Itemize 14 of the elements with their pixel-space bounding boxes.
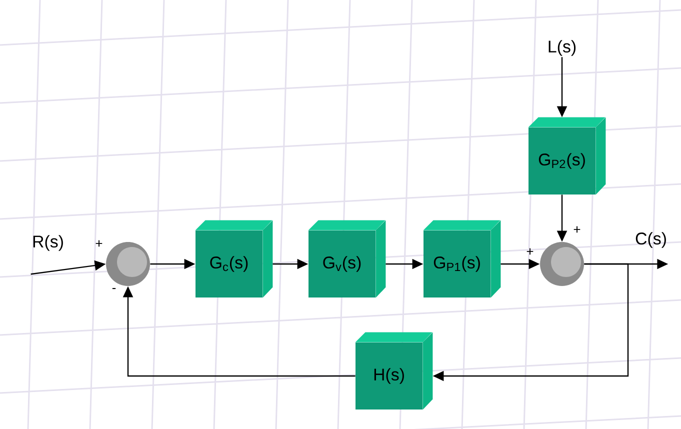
summing-junction xyxy=(540,242,584,286)
signal-label: L(s) xyxy=(548,40,576,56)
transfer-block: G$_{c}$(s) xyxy=(195,220,273,298)
sign-label: + xyxy=(526,248,534,255)
transfer-block: G$_{P2}$(s) xyxy=(528,117,606,195)
sign-label: + xyxy=(574,226,580,233)
summing-junction xyxy=(106,242,150,286)
transfer-block: G$_{P1}$(s) xyxy=(423,220,501,298)
signal-label: R(s) xyxy=(33,235,63,251)
transfer-block: H(s) xyxy=(355,332,433,410)
sign-label: - xyxy=(112,288,116,290)
sign-label: + xyxy=(96,240,102,247)
signal-label: C(s) xyxy=(636,232,666,248)
transfer-block: G$_{v}$(s) xyxy=(308,220,386,298)
